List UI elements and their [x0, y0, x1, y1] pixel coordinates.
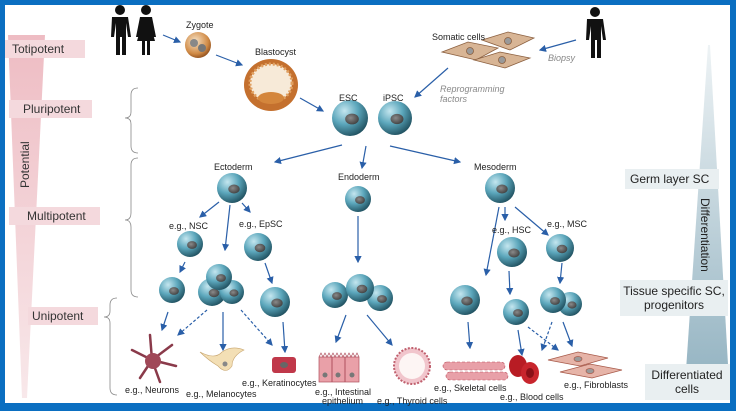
intestinal-epithelium — [318, 352, 360, 383]
ectoderm-label: Ectoderm — [214, 162, 253, 172]
endoderm-progenitor-cell — [346, 274, 374, 302]
pluripotent-label: Pluripotent — [23, 102, 81, 116]
keratinocyte-progenitor-cell — [260, 287, 290, 317]
differentiation-scale: Differentiation Germ layer SC Tissue spe… — [620, 45, 730, 400]
neural-progenitor-cell — [159, 277, 185, 303]
mesenchymal-progenitor-cell — [540, 287, 566, 313]
skeletal-progenitor-cell — [450, 285, 480, 315]
mesoderm-label: Mesoderm — [474, 162, 517, 172]
potential-axis-label: Potential — [18, 141, 32, 188]
unipotent-label: Unipotent — [32, 309, 84, 323]
progenitors-label: progenitors — [644, 298, 704, 312]
biopsy-label: Biopsy — [548, 53, 576, 63]
lineage-arrows — [160, 34, 577, 357]
thyroid-follicle — [393, 347, 431, 385]
differentiated-label: Differentiated — [651, 368, 722, 382]
cell-labels: Zygote Blastocyst Somatic cells Biopsy R… — [125, 20, 629, 406]
multipotent-label: Multipotent — [27, 209, 86, 223]
epsc-cell — [244, 233, 272, 261]
mesoderm-cell — [485, 173, 515, 203]
differentiated-cells-box — [645, 364, 730, 400]
fibroblasts-label: e.g., Fibroblasts — [564, 380, 629, 390]
differentiation-axis-label: Differentiation — [698, 198, 712, 272]
keratinocytes-label: e.g., Keratinocytes — [242, 378, 317, 388]
ectoderm-cell — [217, 173, 247, 203]
hsc-label: e.g., HSC — [492, 225, 532, 235]
totipotent-box — [5, 40, 85, 58]
skeletal-label: e.g., Skeletal cells — [434, 383, 507, 393]
esc-label: ESC — [339, 93, 358, 103]
melanocyte-cell — [199, 347, 245, 371]
cells-label: cells — [675, 382, 699, 396]
endoderm-progenitor-cell — [322, 282, 348, 308]
thyroid-label: e.g., Thyroid cells — [377, 396, 448, 406]
germ-layer-sc-box — [625, 169, 719, 189]
multipotent-bracket — [124, 157, 139, 298]
epithelium-label: epithelium — [322, 396, 363, 406]
fibroblast-cells — [547, 351, 623, 379]
endoderm-label: Endoderm — [338, 172, 380, 182]
zygote — [185, 32, 211, 58]
pluripotent-box — [9, 100, 92, 118]
msc-cell — [546, 234, 574, 262]
ipsc-label: iPSC — [383, 93, 404, 103]
factors-label: factors — [440, 94, 468, 104]
blood-label: e.g., Blood cells — [500, 392, 564, 402]
neuron-cell — [130, 333, 178, 384]
msc-label: e.g., MSC — [547, 219, 588, 229]
ipsc-cell — [378, 101, 412, 135]
donor-person-icon — [586, 7, 606, 58]
neurons-label: e.g., Neurons — [125, 385, 180, 395]
skeletal-muscle-cells — [442, 361, 509, 381]
hsc-cell — [497, 237, 527, 267]
reprogramming-label: Reprogramming — [440, 84, 505, 94]
nsc-cell — [177, 231, 203, 257]
potential-scale: Totipotent Pluripotent Multipotent Unipo… — [5, 35, 100, 398]
tissue-specific-sc-label: Tissue specific SC, — [623, 284, 725, 298]
germ-layer-sc-label: Germ layer SC — [630, 172, 710, 186]
totipotent-label: Totipotent — [12, 42, 65, 56]
multipotent-box — [9, 207, 100, 225]
blastocyst-label: Blastocyst — [255, 47, 297, 57]
blood-progenitor-cell — [503, 299, 529, 325]
stem-cells — [159, 100, 582, 325]
zygote-label: Zygote — [186, 20, 214, 30]
melanocytes-label: e.g., Melanocytes — [186, 389, 257, 399]
brackets — [103, 87, 139, 396]
unipotent-box — [28, 307, 98, 325]
melanocyte-progenitor-cell — [206, 264, 232, 290]
parents-icon — [111, 5, 156, 55]
esc-cell — [332, 100, 368, 136]
epsc-label: e.g., EpSC — [239, 219, 283, 229]
keratinocyte-cell — [272, 357, 296, 373]
nsc-label: e.g., NSC — [169, 221, 209, 231]
intestinal-label: e.g., Intestinal — [315, 387, 371, 397]
blastocyst — [244, 59, 298, 111]
somatic-cells-label: Somatic cells — [432, 32, 486, 42]
endoderm-cell — [345, 186, 371, 212]
red-blood-cells — [509, 355, 539, 384]
somatic-cells — [440, 31, 536, 69]
pluripotent-bracket — [124, 87, 139, 154]
tissue-specific-sc-box — [620, 280, 728, 316]
unipotent-bracket — [103, 297, 118, 396]
